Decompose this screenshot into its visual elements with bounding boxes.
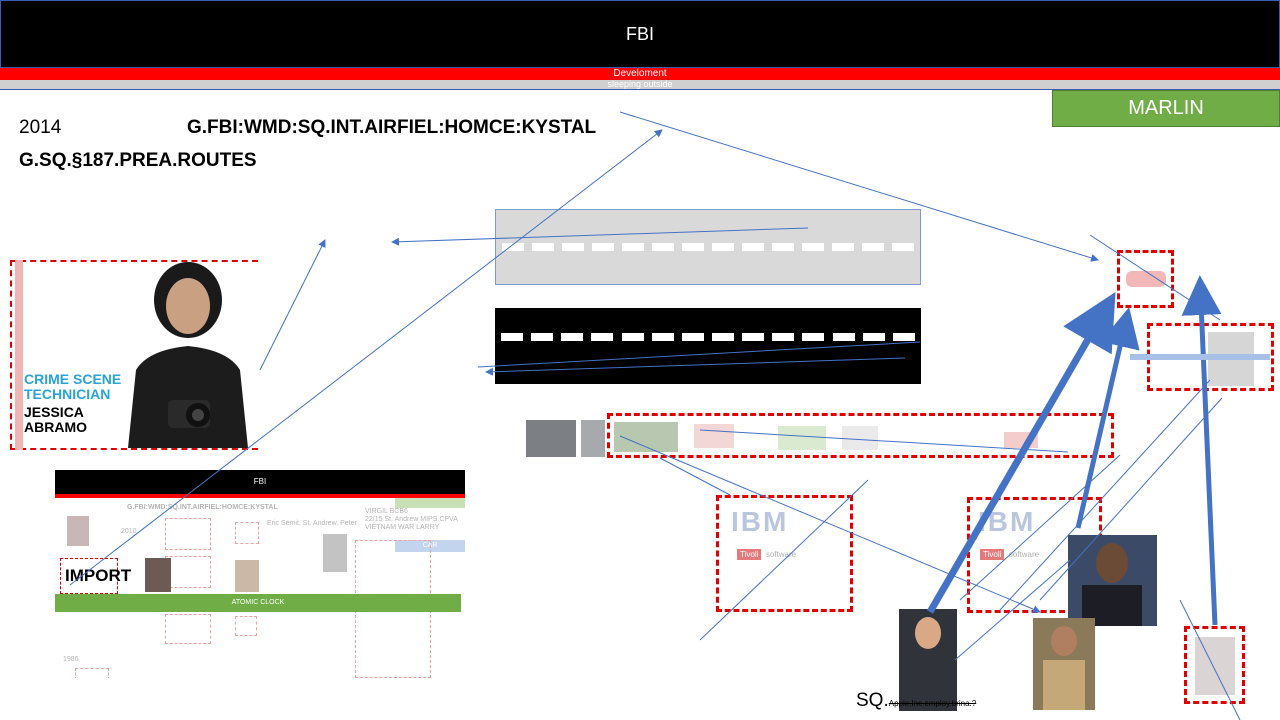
tivoli-row-2: Tivoli software [980,544,1039,562]
name-line-1: JESSICA [24,404,84,420]
mini-note-1: VIRGIL BCB6 [365,508,408,515]
sq-prefix: SQ. [856,690,889,711]
gray-band: sleeping outside [0,80,1280,90]
title-bar: FBI [0,0,1280,68]
sq-footer-text: SQ.Apple.Inc.employ.brina.? [856,690,976,712]
year-text: 2014 [19,117,62,138]
mini-photo-2 [235,560,259,592]
officer-box[interactable] [1184,626,1245,704]
tivoli-tag-2: Tivoli [980,549,1005,560]
code-line-1: G.FBI:WMD:SQ.INT.AIRFIEL:HOMCE:KYSTAL [187,117,597,138]
faded-thumb-4 [842,426,878,450]
car-image [1126,271,1166,287]
mini-car-box-5 [165,614,211,644]
mini-red-band [55,494,465,498]
mini-photo-import [145,558,171,592]
ibm-card-1[interactable]: IBM Tivoli software [716,495,853,612]
road-gray [495,209,921,285]
mini-code: G.FBI:WMD:SQ.INT.AIRFIEL:HOMCE:KYSTAL [127,504,278,511]
mini-note-3: VIETNAM WAR LARRY [365,524,440,531]
sq-small-text: Apple.Inc.employ.brina.? [888,699,977,708]
mini-atomic-clock: ATOMIC CLOCK [55,594,461,612]
page-title: FBI [625,23,654,44]
role-line-2: TECHNICIAN [24,386,111,402]
officer-photo-faded [1195,637,1235,695]
photo-policewoman [1033,618,1095,710]
mini-import-label: IMPORT [65,566,132,585]
mini-photo-1 [67,516,89,546]
ibm-logo-1: IBM [731,506,789,537]
car-box[interactable] [1117,250,1174,308]
mini-box-6 [235,616,257,636]
name-line-2: ABRAMO [24,419,87,435]
person-card[interactable]: CRIME SCENE TECHNICIAN JESSICA ABRAMO [10,260,258,450]
photo-president [1068,535,1157,626]
software-label-2: software [1008,550,1040,559]
mini-year-b: 1986 [63,656,79,663]
card-stripe [15,260,23,450]
role-line-1: CRIME SCENE [24,371,122,387]
faded-thumb-3 [778,426,826,450]
tivoli-tag-1: Tivoli [737,549,762,560]
tivoli-row-1: Tivoli software [737,544,796,562]
mini-note-2: 22/15 St. Andrew MIPS CPVA [365,516,458,523]
mini-year-a: 2010 [121,528,137,535]
photo-group-1 [526,420,576,457]
red-band: Develoment [0,68,1280,80]
software-label-1: software [765,550,797,559]
mini-names: Eric Semit. St. Andrew. Peter [267,520,357,527]
photo-man-1 [581,420,605,457]
mini-slide[interactable]: FBI G.FBI:WMD:SQ.INT.AIRFIEL:HOMCE:KYSTA… [55,470,465,678]
marlin-label: MARLIN [1128,97,1204,119]
mini-photo-3 [323,534,347,572]
code-line-2: G.SQ.§187.PREA.ROUTES [19,150,257,171]
mini-box-7 [75,668,109,678]
mini-car-box-1 [165,518,211,550]
mini-green-tab [395,498,465,508]
mini-box-3 [235,522,259,544]
faded-thumb-2 [694,424,734,448]
mini-import-box [60,558,118,594]
person-photo [128,262,248,448]
photo-officer [899,609,957,711]
mini-title-bar: FBI [55,470,465,494]
